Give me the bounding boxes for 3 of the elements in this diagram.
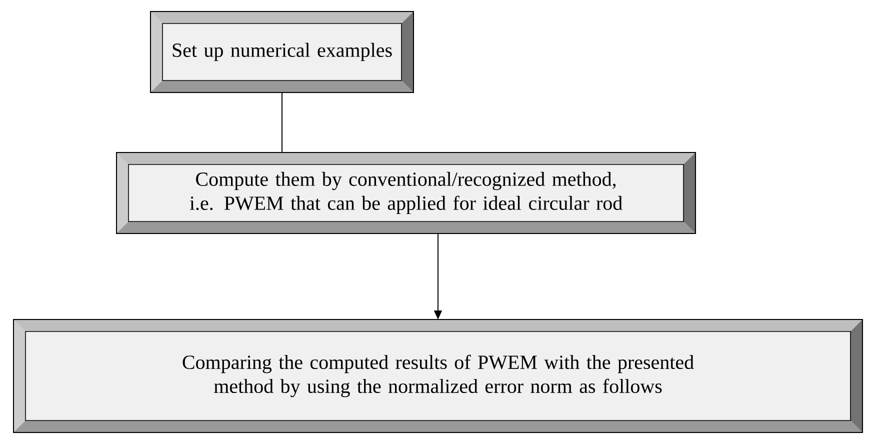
process-box: Comparing the computed results of PWEM with the presented method by using the normalized error norm as follows bbox=[13, 318, 863, 433]
process-box: Set up numerical examples bbox=[150, 11, 414, 93]
process-box: Compute them by conventional/recognized method, i.e. PWEM that can be applied for ideal circular rod bbox=[116, 152, 696, 234]
